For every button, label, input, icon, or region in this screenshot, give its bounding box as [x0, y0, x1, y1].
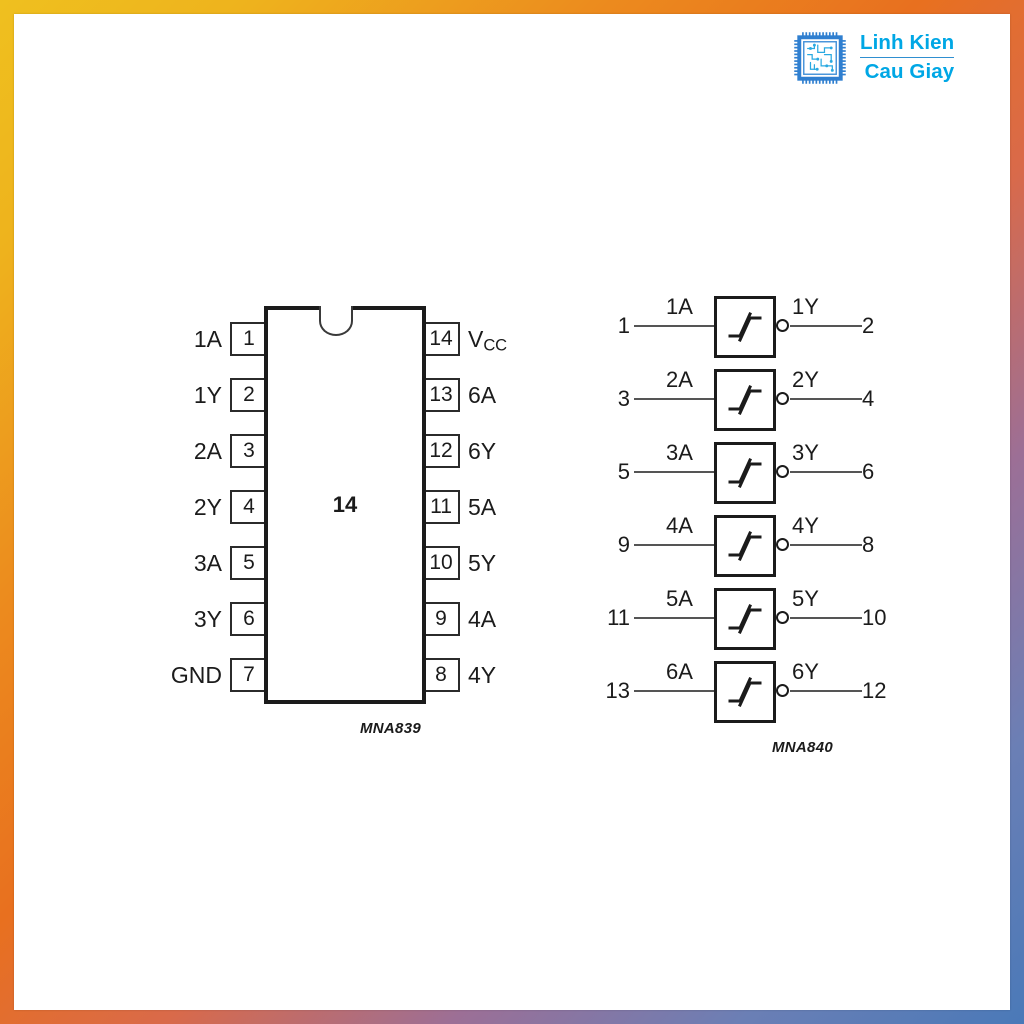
pin-box-4: 4 [230, 490, 268, 524]
gate6-input-signal: 6A [666, 659, 693, 684]
gate-row-4: 9 4A 4Y 8 [604, 513, 914, 587]
gate4-input-pin: 9 [617, 532, 630, 557]
pin-label-1A: 1A [193, 326, 222, 352]
pin-label-VCC: VCC [468, 322, 507, 356]
gate4-input-wire [634, 544, 714, 547]
gate2-output-wire [790, 398, 862, 401]
gate5-output-signal: 5Y [792, 586, 819, 611]
gate1-input-signal: 1A [666, 294, 693, 319]
gate2-output-signal: 2Y [792, 367, 819, 392]
inverting-bubble-icon [776, 465, 789, 478]
gate6-input-pin: 13 [605, 678, 630, 703]
logic-diagram: 1 1A 1Y 2 3 [604, 284, 914, 764]
gate1-input-pin: 1 [617, 313, 630, 338]
schmitt-trigger-inverter-icon [714, 515, 776, 577]
pin-box-2: 2 [230, 378, 268, 412]
pin-box-12: 12 [422, 434, 460, 468]
pin-box-13: 13 [422, 378, 460, 412]
brand-divider [860, 56, 955, 59]
pin-box-11: 11 [422, 490, 460, 524]
pin-label-5Y: 5Y [468, 550, 497, 576]
schmitt-trigger-inverter-icon [714, 661, 776, 723]
pin-box-14: 14 [422, 322, 460, 356]
gate4-output-pin: 8 [862, 532, 875, 557]
schmitt-trigger-inverter-icon [714, 588, 776, 650]
pin-label-5A: 5A [468, 494, 497, 520]
gate5-output-wire [790, 617, 862, 620]
pin-box-7: 7 [230, 658, 268, 692]
pin-label-4Y: 4Y [468, 662, 497, 688]
figure-id-logic: MNA840 [772, 739, 833, 756]
pin-label-3Y: 3Y [193, 606, 222, 632]
microchip-icon [792, 30, 848, 86]
pin-box-1: 1 [230, 322, 268, 356]
gate4-input-signal: 4A [666, 513, 693, 538]
gate2-input-pin: 3 [617, 386, 630, 411]
pin-label-1Y: 1Y [193, 382, 222, 408]
inverting-bubble-icon [776, 538, 789, 551]
gate2-input-signal: 2A [666, 367, 693, 392]
pin-count-label: 14 [332, 492, 358, 517]
gate5-input-signal: 5A [666, 586, 693, 611]
gate6-output-wire [790, 690, 862, 693]
pin-box-8: 8 [422, 658, 460, 692]
gate4-output-wire [790, 544, 862, 547]
package-notch-icon [319, 306, 353, 336]
gate3-output-signal: 3Y [792, 440, 819, 465]
gate1-output-wire [790, 325, 862, 328]
gate5-output-pin: 10 [862, 605, 887, 630]
brand-text: Linh Kien Cau Giay [860, 30, 955, 84]
gate-row-2: 3 2A 2Y 4 [604, 367, 914, 441]
pin-label-2Y: 2Y [193, 494, 222, 520]
pin-box-5: 5 [230, 546, 268, 580]
pin-box-3: 3 [230, 434, 268, 468]
pin-label-6A: 6A [468, 382, 497, 408]
brand-logo: Linh Kien Cau Giay [792, 30, 955, 86]
gate1-output-pin: 2 [862, 313, 875, 338]
gate5-input-wire [634, 617, 714, 620]
pin-label-2A: 2A [193, 438, 222, 464]
gate1-input-wire [634, 325, 714, 328]
pin-box-10: 10 [422, 546, 460, 580]
schmitt-trigger-inverter-icon [714, 296, 776, 358]
gate4-output-signal: 4Y [792, 513, 819, 538]
datasheet-canvas: Linh Kien Cau Giay 14 1A 1 1Y 2 2A 3 2Y … [14, 14, 1010, 1010]
gate-row-1: 1 1A 1Y 2 [604, 294, 914, 368]
gate3-input-signal: 3A [666, 440, 693, 465]
brand-line-2: Cau Giay [864, 60, 955, 84]
gate6-output-pin: 12 [862, 678, 887, 703]
brand-line-1: Linh Kien [860, 30, 955, 54]
gate-row-6: 13 6A 6Y 12 [604, 659, 914, 733]
gate1-output-signal: 1Y [792, 294, 819, 319]
dip-package-diagram: 14 1A 1 1Y 2 2A 3 2Y 4 3A 5 3Y 6 GND 7 1… [164, 284, 554, 754]
gate2-output-pin: 4 [862, 386, 875, 411]
gate3-input-pin: 5 [617, 459, 630, 484]
vcc-base: V [468, 326, 484, 352]
gate3-input-wire [634, 471, 714, 474]
pin-box-9: 9 [422, 602, 460, 636]
inverting-bubble-icon [776, 611, 789, 624]
pin-label-4A: 4A [468, 606, 497, 632]
pin-box-6: 6 [230, 602, 268, 636]
gate2-input-wire [634, 398, 714, 401]
package-body [264, 306, 426, 704]
vcc-subscript: CC [483, 335, 507, 355]
inverting-bubble-icon [776, 684, 789, 697]
gate3-output-wire [790, 471, 862, 474]
figure-id-package: MNA839 [360, 720, 421, 737]
pin-label-3A: 3A [193, 550, 222, 576]
gate-row-3: 5 3A 3Y 6 [604, 440, 914, 514]
schmitt-trigger-inverter-icon [714, 442, 776, 504]
inverting-bubble-icon [776, 392, 789, 405]
pin-label-6Y: 6Y [468, 438, 497, 464]
gate5-input-pin: 11 [607, 605, 630, 630]
gate-row-5: 11 5A 5Y 10 [604, 586, 914, 660]
pin-label-GND: GND [170, 662, 222, 688]
gate6-output-signal: 6Y [792, 659, 819, 684]
inverting-bubble-icon [776, 319, 789, 332]
schmitt-trigger-inverter-icon [714, 369, 776, 431]
gate6-input-wire [634, 690, 714, 693]
gate3-output-pin: 6 [862, 459, 875, 484]
